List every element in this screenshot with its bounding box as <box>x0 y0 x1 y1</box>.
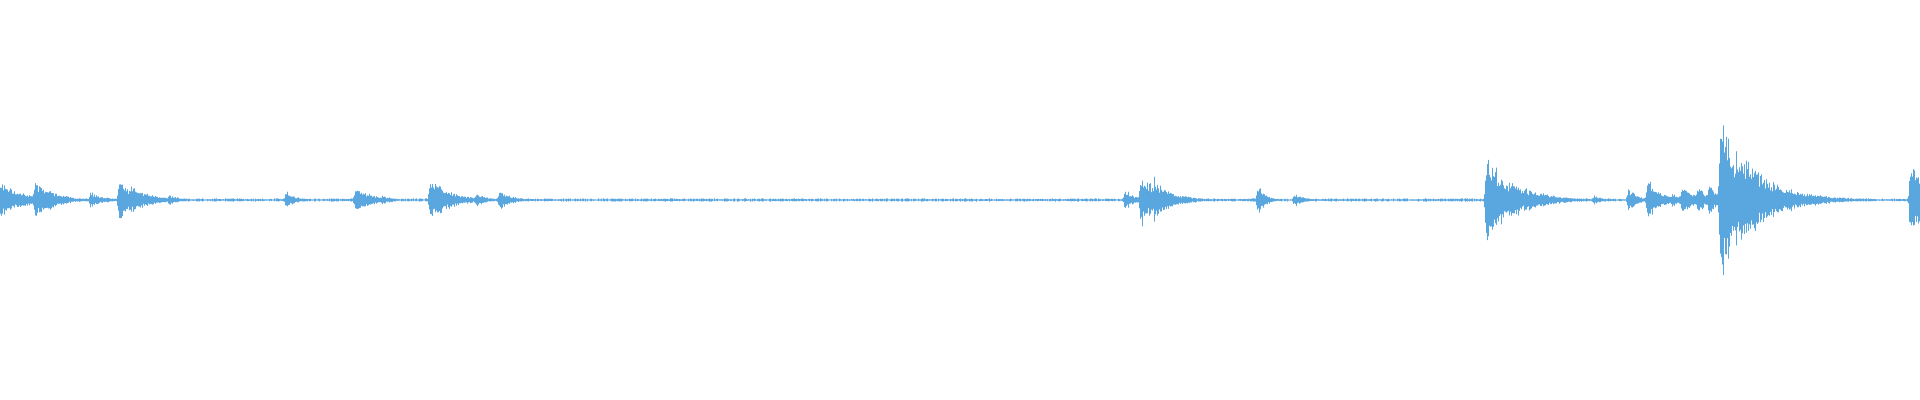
waveform-envelope <box>0 125 1920 276</box>
